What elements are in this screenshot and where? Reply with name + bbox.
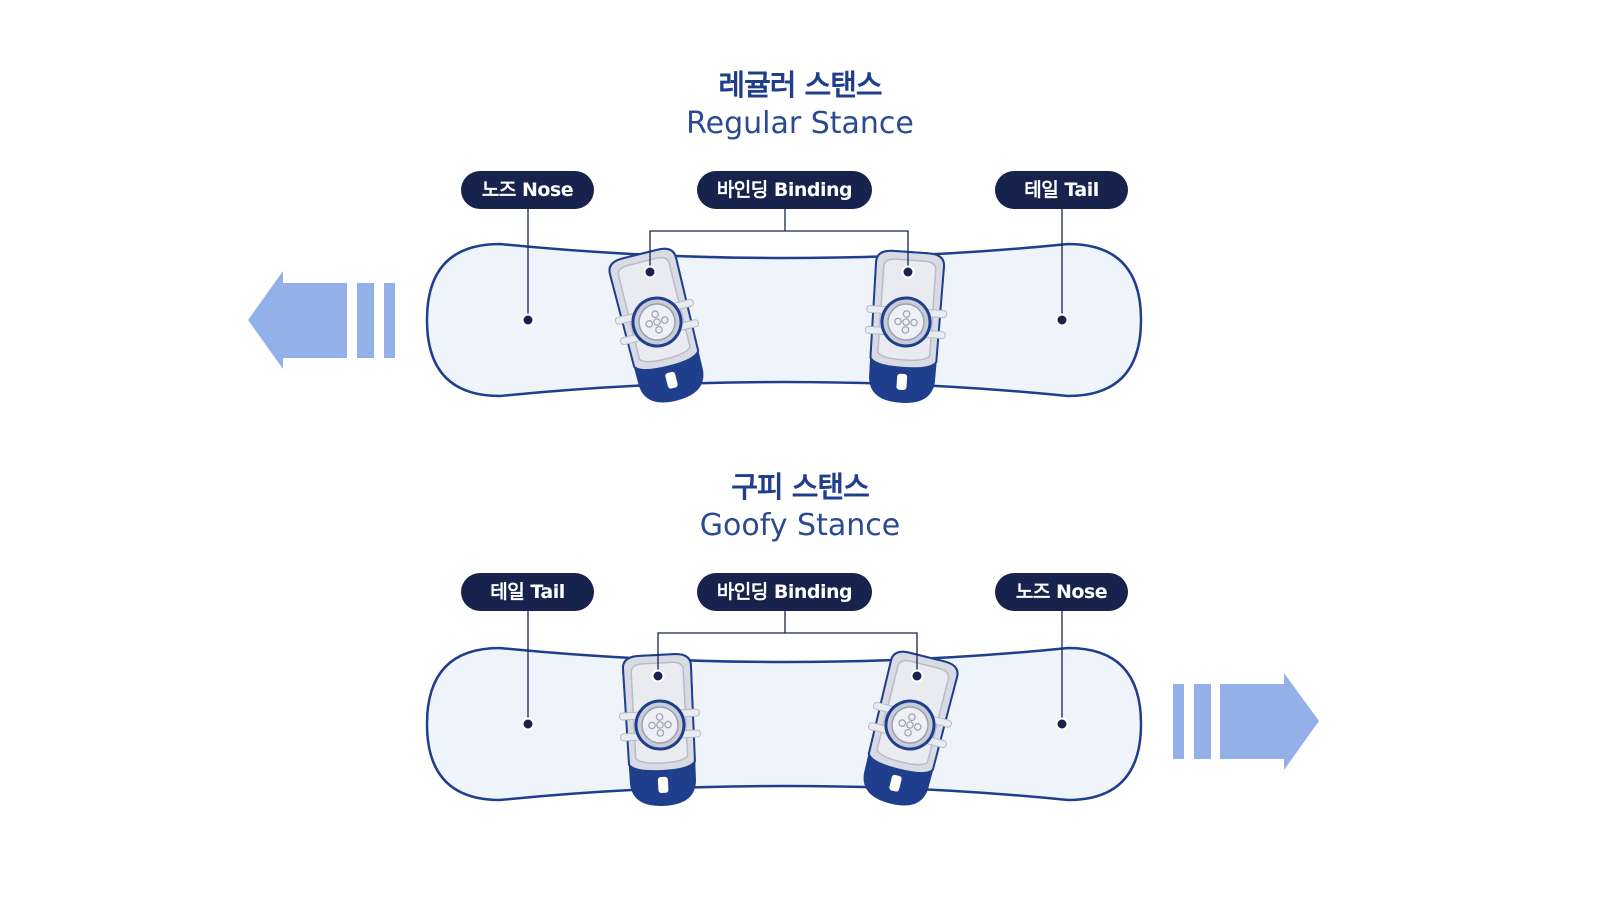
regular-stance-heading: 레귤러 스탠스 Regular Stance [0, 62, 1600, 141]
regular-nose-label: 노즈 Nose [461, 171, 594, 209]
goofy-leader-lines [527, 611, 1063, 724]
regular-leader-lines [527, 209, 1063, 320]
regular-stance-title-ko: 레귤러 스탠스 [718, 68, 882, 102]
regular-binding-label: 바인딩 Binding [697, 171, 872, 209]
goofy-binding-label: 바인딩 Binding [697, 573, 872, 611]
regular-tail-label: 테일 Tail [995, 171, 1128, 209]
goofy-tail-label: 테일 Tail [461, 573, 594, 611]
goofy-stance-title-en: Goofy Stance [699, 508, 901, 543]
goofy-leader-dots [521, 669, 1069, 731]
arrow-left-icon [248, 271, 395, 369]
arrow-right-icon [1173, 673, 1319, 770]
regular-stance-title-en: Regular Stance [686, 106, 914, 141]
goofy-nose-label: 노즈 Nose [995, 573, 1128, 611]
goofy-stance-heading: 구피 스탠스 Goofy Stance [0, 464, 1600, 543]
goofy-stance-title-ko: 구피 스탠스 [731, 470, 870, 504]
regular-leader-dots [521, 265, 1069, 327]
